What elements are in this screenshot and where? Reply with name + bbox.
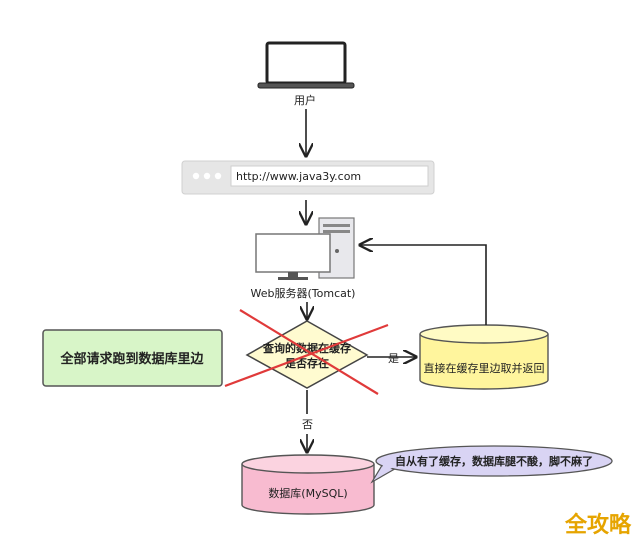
- yes-label: 是: [388, 352, 399, 365]
- browser-bar: [181, 160, 435, 195]
- watermark-logo: 全攻略: [565, 513, 632, 538]
- cache-cylinder: [419, 324, 549, 390]
- decision-line-2: 是否存在: [284, 356, 329, 370]
- db-label: 数据库(MySQL): [268, 486, 347, 500]
- cache-label: 直接在缓存里边取并返回: [424, 361, 545, 375]
- desktop-server-icon: [255, 217, 355, 280]
- no-label: 否: [302, 418, 313, 431]
- left-note-box: [42, 329, 223, 387]
- callout-text: 自从有了缓存，数据库腿不酸，脚不麻了: [395, 454, 593, 468]
- user-label: 用户: [294, 93, 316, 107]
- browser-dot-icon: [214, 172, 222, 180]
- laptop-icon: [257, 41, 355, 89]
- database-cylinder: [241, 454, 375, 515]
- callout-bubble: [370, 445, 613, 484]
- url-text: http://www.java3y.com: [236, 170, 361, 183]
- server-label: Web服务器(Tomcat): [251, 287, 356, 300]
- decision-line-1: 查询的数据在缓存: [263, 341, 351, 355]
- browser-dot-icon: [192, 172, 200, 180]
- left-note-text: 全部请求跑到数据库里边: [59, 351, 204, 367]
- red-cross-line: [224, 323, 389, 388]
- red-cross-line: [239, 309, 379, 395]
- browser-dot-icon: [203, 172, 211, 180]
- address-bar: [230, 165, 429, 187]
- arrow-cache-to-server: [360, 245, 487, 325]
